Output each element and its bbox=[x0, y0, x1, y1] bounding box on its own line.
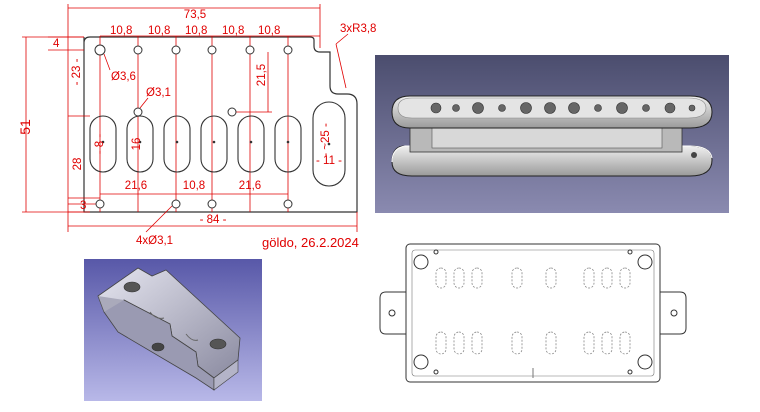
dim-bottom-spacing-1: 21,6 bbox=[125, 180, 147, 192]
dim-step-height: 21,5 bbox=[256, 64, 268, 86]
hole bbox=[245, 45, 255, 55]
dim-pitch-4: 10,8 bbox=[222, 25, 244, 37]
hole bbox=[227, 107, 237, 117]
hole bbox=[133, 107, 143, 117]
dim-slot-width: - 8 - bbox=[94, 134, 106, 155]
dim-overall-width: 73,5 bbox=[184, 9, 206, 21]
oval-slot bbox=[312, 101, 346, 187]
dim-bottom-spacing-2: 10,8 bbox=[183, 180, 205, 192]
slot-3 bbox=[163, 115, 191, 173]
hole bbox=[207, 45, 217, 55]
dim-top-margin: 4 bbox=[53, 38, 60, 50]
technical-drawing: 73,5 10,8 10,8 10,8 10,8 10,8 4 3xR3,8 -… bbox=[17, 4, 376, 250]
dim-hole-small: Ø3,6 bbox=[111, 71, 136, 83]
slot-5 bbox=[237, 115, 265, 173]
dim-pitch-1: 10,8 bbox=[110, 25, 132, 37]
hole bbox=[283, 199, 293, 209]
hole bbox=[207, 199, 217, 209]
hole bbox=[283, 45, 293, 55]
dim-oval-length: - ~25 - bbox=[320, 123, 332, 157]
dim-corner-holes: 4xØ3,1 bbox=[136, 235, 173, 247]
slot-1 bbox=[89, 115, 117, 173]
humbucker-top-view bbox=[379, 243, 687, 383]
dim-pitch-5: 10,8 bbox=[258, 25, 280, 37]
dim-pitch-2: 10,8 bbox=[148, 25, 170, 37]
hole bbox=[133, 45, 143, 55]
dim-left-height: - 23 - bbox=[71, 58, 83, 85]
dim-bottom-spacing-3: 21,6 bbox=[239, 180, 261, 192]
hole bbox=[171, 199, 181, 209]
bracket-3d-render bbox=[84, 259, 262, 401]
dim-corner-radii: 3xR3,8 bbox=[340, 23, 376, 35]
part-outline bbox=[83, 36, 358, 213]
dim-bottom-margin: 3 bbox=[80, 200, 86, 212]
dim-pitch-3: 10,8 bbox=[185, 25, 207, 37]
dim-base-width: - 84 - bbox=[200, 214, 227, 226]
dim-slot-height: 28 bbox=[72, 158, 84, 171]
dim-oval-width: - 11 - bbox=[316, 155, 342, 167]
pickup-bobbin-3d-render bbox=[375, 55, 729, 213]
dim-slot-length: 16 bbox=[131, 138, 143, 151]
dim-hole-mid: Ø3,1 bbox=[146, 87, 171, 99]
slot-6 bbox=[274, 115, 302, 173]
hole bbox=[94, 44, 106, 56]
hole bbox=[171, 45, 181, 55]
hole bbox=[95, 199, 105, 209]
signature: göldo, 26.2.2024 bbox=[262, 235, 359, 250]
dim-total-height: 51 bbox=[17, 119, 33, 135]
slot-4 bbox=[200, 115, 228, 173]
